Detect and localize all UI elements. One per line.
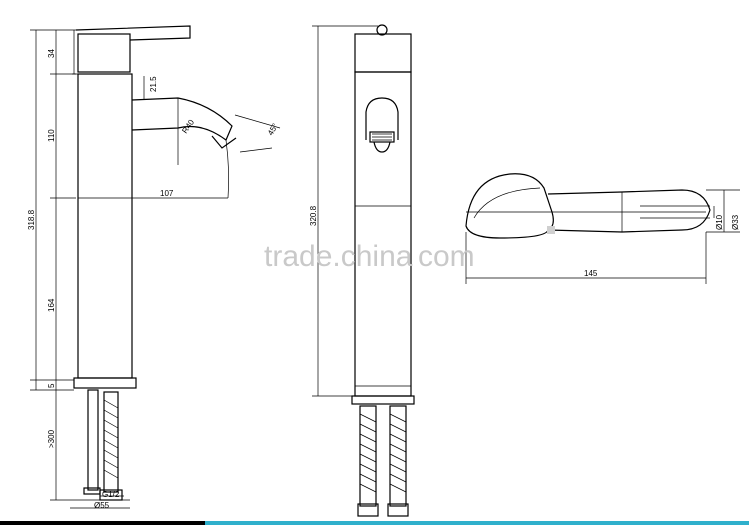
dim-handle-height: 34	[47, 49, 56, 58]
top-handle	[547, 189, 711, 233]
dim-total-height: 318.8	[27, 209, 36, 230]
bottom-bar-right	[205, 521, 749, 525]
front-hose-left	[359, 405, 377, 507]
dim-hose-length: >300	[47, 429, 56, 448]
side-hose	[103, 391, 119, 493]
side-handle-cap	[77, 33, 131, 73]
side-handle-lever	[75, 25, 191, 41]
dim-lower-section: 164	[47, 298, 56, 312]
dim-base-diameter: Ø55	[94, 501, 110, 510]
dim-spout-reach: 107	[160, 189, 174, 198]
front-handle-knob	[376, 24, 388, 36]
dim-spout-offset: 21.5	[149, 76, 158, 92]
side-inlet-pipe	[87, 389, 99, 491]
side-spout	[131, 97, 233, 141]
dim-front-total-height: 320.8	[309, 205, 318, 226]
dim-top-handle-diameter: Ø10	[715, 214, 724, 230]
side-body	[77, 73, 133, 379]
bottom-accent-bar	[0, 521, 749, 525]
watermark-dot	[547, 226, 555, 234]
watermark: trade.china com	[264, 240, 475, 273]
side-view: 34 21.5 110 318.8 107 R40 45° 164 5 >300…	[27, 25, 281, 510]
dim-top-body-diameter: Ø33	[731, 214, 740, 230]
side-base	[73, 377, 137, 389]
top-view: 145 Ø10 Ø33	[465, 173, 740, 284]
dim-upper-section: 110	[47, 129, 56, 142]
watermark-text: trade.china	[264, 240, 413, 273]
bottom-bar-left	[0, 521, 205, 525]
front-hose-right	[389, 405, 407, 507]
top-body-outline	[465, 173, 554, 239]
dim-top-length: 145	[584, 269, 598, 278]
front-view: 320.8	[309, 24, 415, 517]
dim-base-thickness: 5	[47, 383, 56, 388]
dim-thread: G1/2	[102, 490, 120, 499]
watermark-suffix: com	[418, 240, 475, 273]
front-base	[351, 395, 415, 405]
front-spout-opening	[365, 97, 399, 140]
front-body	[354, 71, 412, 397]
front-handle-cap	[354, 33, 412, 73]
